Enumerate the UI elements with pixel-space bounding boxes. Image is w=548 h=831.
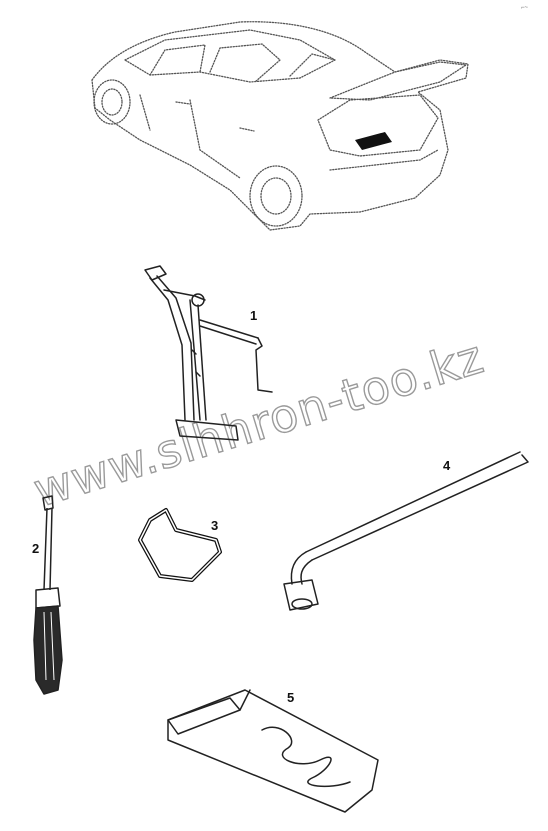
- callout-5: 5: [287, 690, 294, 705]
- screwdriver-illustration: [33, 495, 63, 695]
- wheel-wrench-illustration: [283, 451, 529, 611]
- trunk-opening-shade: [355, 132, 392, 150]
- hook-illustration: [138, 508, 222, 582]
- watermark-text: www.slhhron-too.kz: [27, 329, 489, 517]
- callout-1: 1: [250, 308, 257, 323]
- tool-bag-illustration: [167, 689, 379, 813]
- jack-illustration: [144, 265, 273, 441]
- callout-3: 3: [211, 518, 218, 533]
- callout-4: 4: [443, 458, 451, 473]
- callout-2: 2: [32, 541, 39, 556]
- corner-mark: ⌐~: [521, 5, 529, 11]
- car-illustration: [91, 21, 469, 231]
